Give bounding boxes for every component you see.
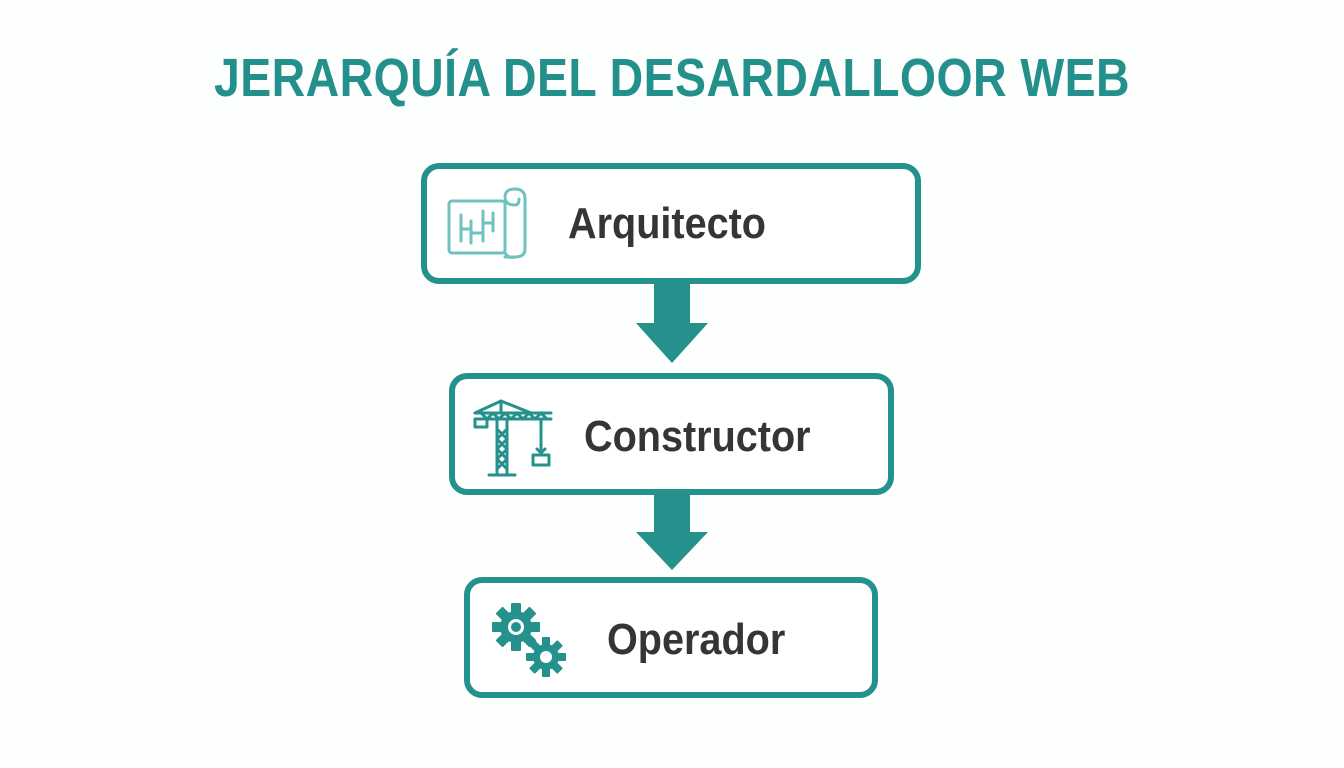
gears-icon [492, 603, 566, 677]
diagram-title: JERARQUÍA DEL DESARDALLOOR WEB [214, 48, 1130, 108]
level-box-constructor: Constructor [449, 373, 894, 495]
arrow-down-icon [636, 281, 708, 363]
arrow-down-icon [636, 492, 708, 570]
level-box-operador: Operador [464, 577, 878, 698]
crane-icon [473, 399, 553, 477]
level-label-operador: Operador [607, 615, 786, 664]
level-label-constructor: Constructor [584, 412, 811, 461]
blueprint-icon [447, 187, 527, 259]
level-box-arquitecto: Arquitecto [421, 163, 921, 284]
level-label-arquitecto: Arquitecto [568, 199, 766, 248]
